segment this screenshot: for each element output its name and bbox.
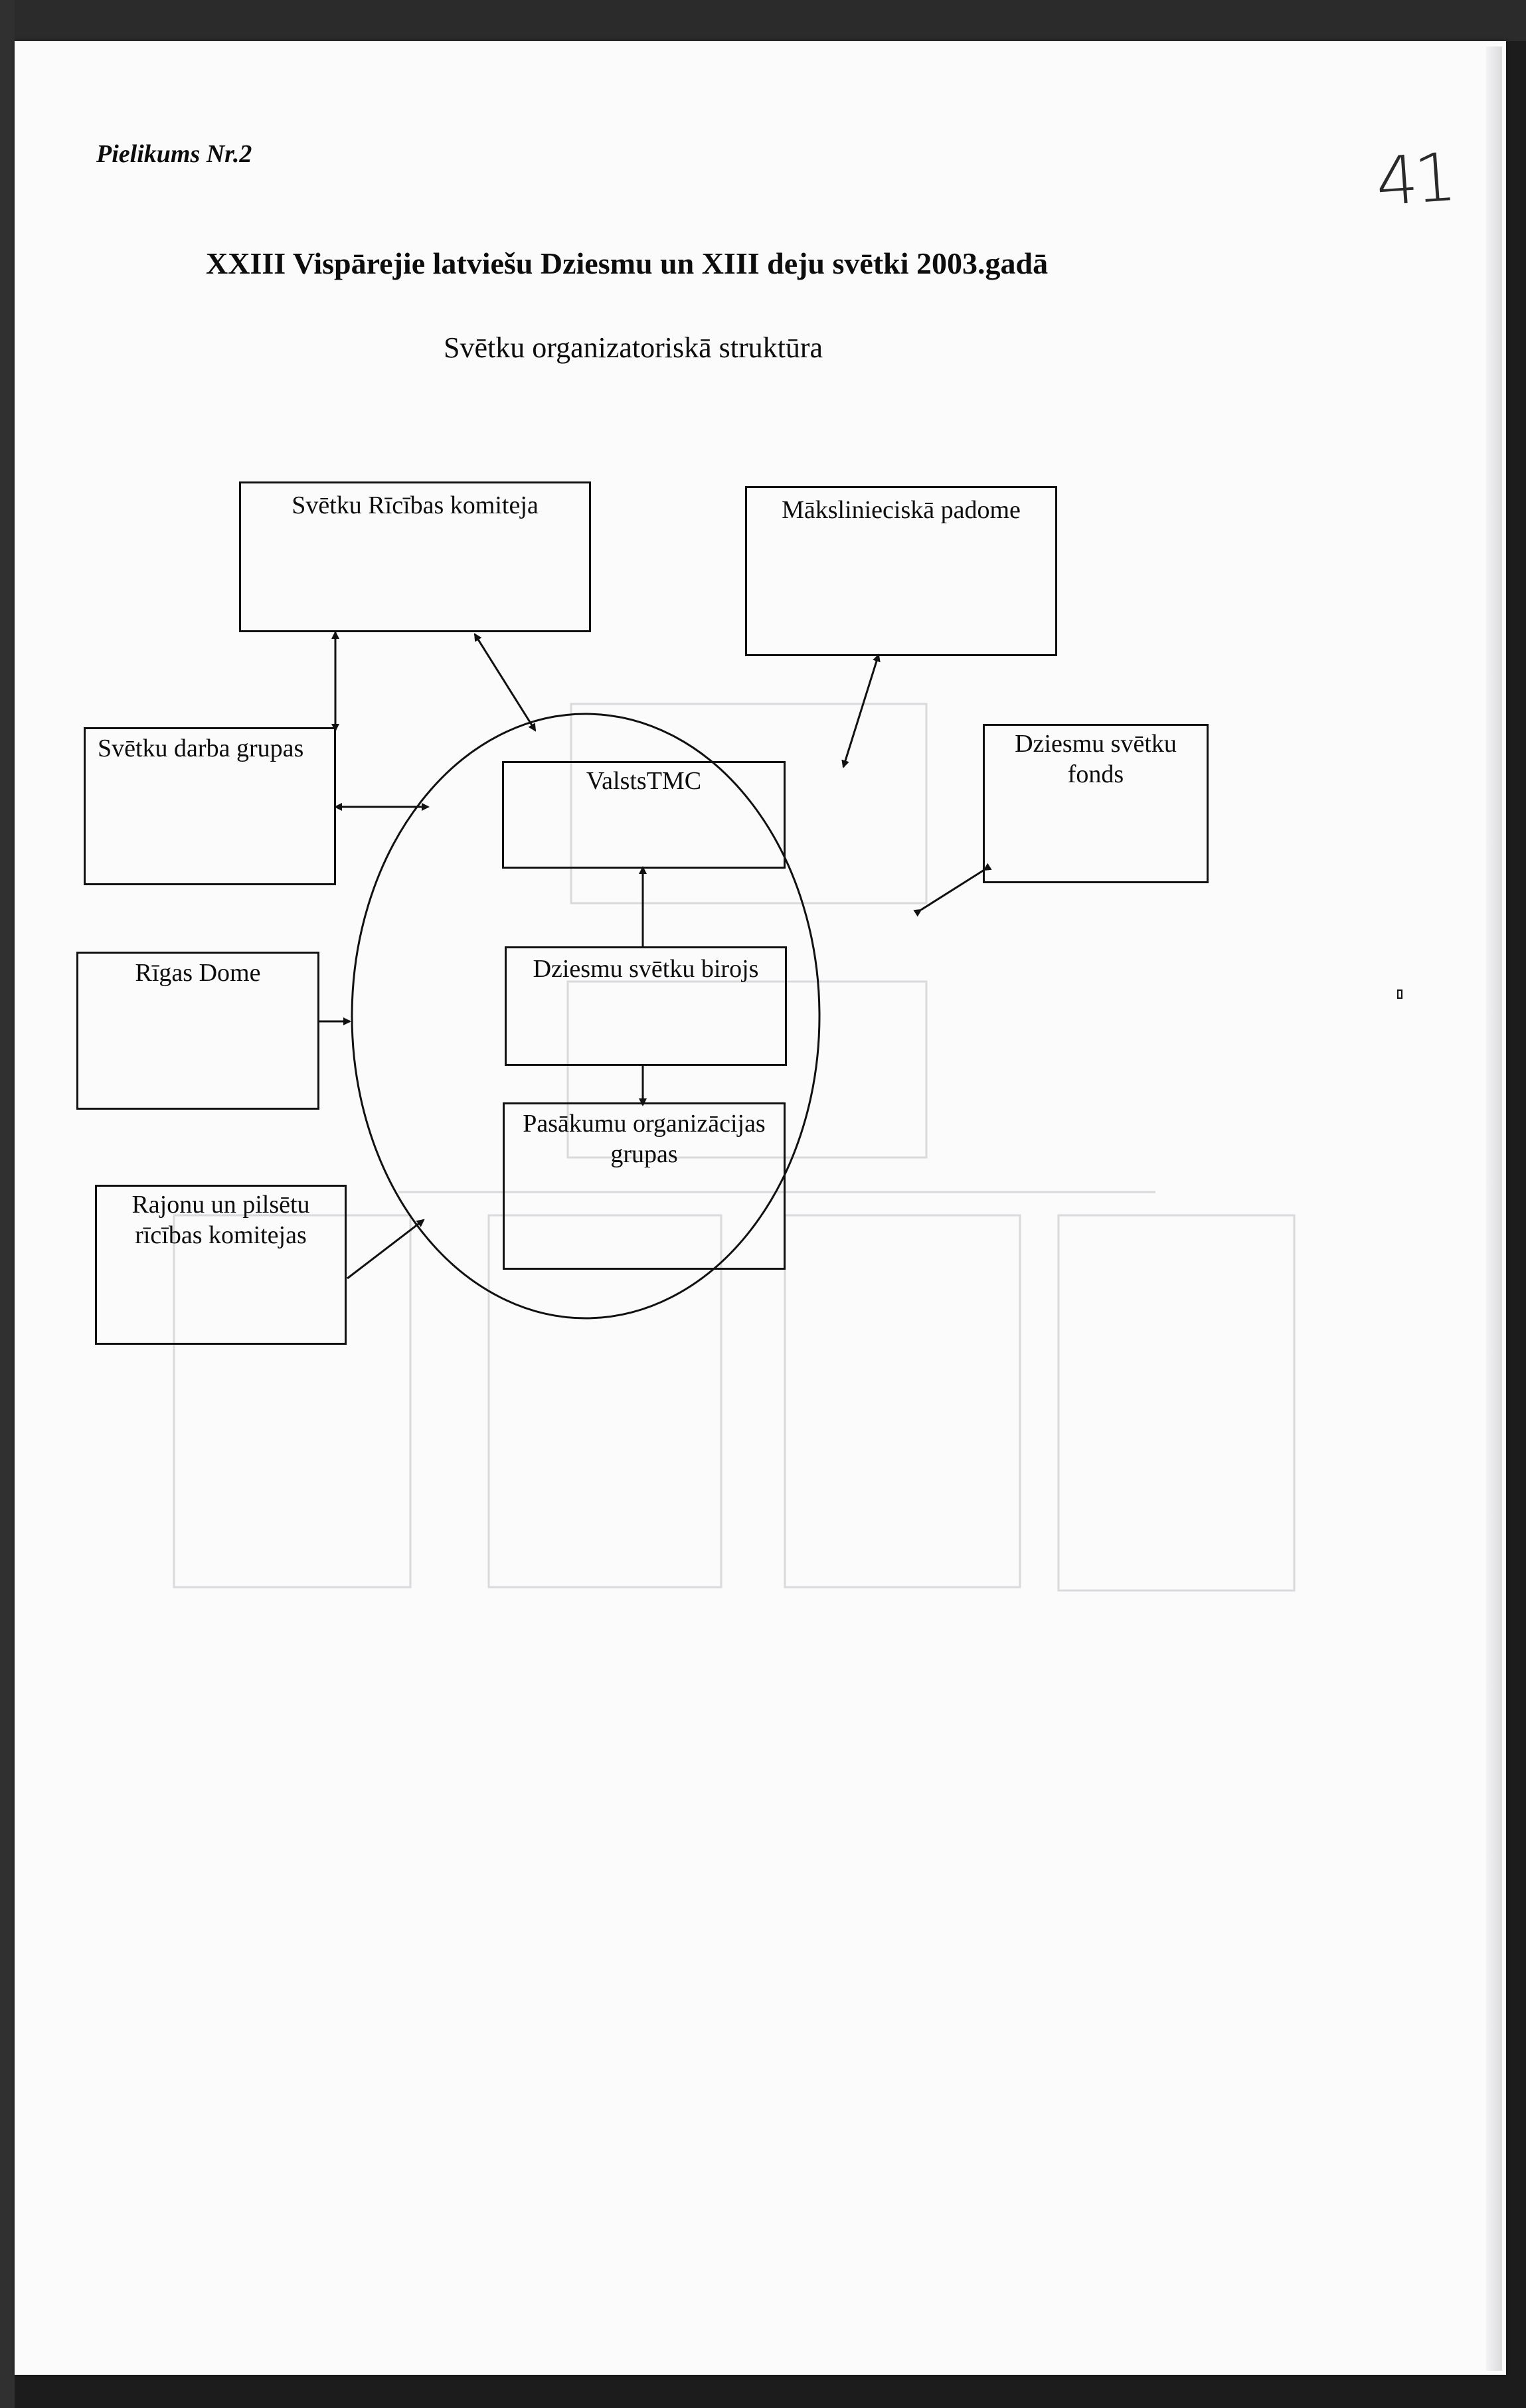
box-pasakumu-label-line2: grupas [610, 1140, 678, 1168]
arrow-fonds-circle [913, 863, 992, 917]
box-ricibas-komiteja: Svētku Rīcības komiteja [239, 481, 591, 632]
box-rajonu-label-line1: Rajonu un pilsētu [131, 1191, 310, 1219]
box-fonds-label-line1: Dziesmu svētku [1015, 730, 1177, 758]
arrow-rajonu-circle [347, 1219, 425, 1280]
box-rigas-dome-label: Rīgas Dome [135, 959, 261, 987]
box-makslinieciska-padome-label: Mākslinieciskā padome [782, 496, 1021, 524]
document-subtitle: Svētku organizatoriskā struktūra [444, 331, 823, 364]
paper-sheet [15, 41, 1506, 2375]
box-rigas-dome: Rīgas Dome [76, 952, 319, 1110]
box-pasakumu-label-line1: Pasākumu organizācijas [523, 1110, 766, 1138]
box-pasakumu-organizacijas-grupas: Pasākumu organizācijas grupas [503, 1102, 786, 1270]
arrow-ricibas-circle [473, 633, 537, 732]
box-dziesmu-svetku-fonds: Dziesmu svētku fonds [983, 724, 1209, 883]
box-rajonu-komitejas: Rajonu un pilsētu rīcības komitejas [95, 1185, 347, 1345]
box-birojs-label: Dziesmu svētku birojs [533, 955, 759, 983]
box-rajonu-label-line2: rīcības komitejas [135, 1221, 307, 1249]
appendix-label: Pielikums Nr.2 [96, 140, 252, 168]
box-dziesmu-svetku-birojs: Dziesmu svētku birojs [505, 946, 787, 1066]
paper-sheet-edge [1486, 46, 1502, 2371]
box-makslinieciska-padome: Mākslinieciskā padome [745, 486, 1057, 656]
stray-mark [1397, 989, 1402, 999]
central-circle [351, 713, 821, 1320]
box-valsts-tmc: ValstsTMC [502, 761, 786, 869]
scan-border-top [0, 0, 1526, 41]
scan-border-left [0, 0, 15, 2408]
box-darba-grupas-label: Svētku darba grupas [98, 734, 304, 762]
arrow-padome-circle [841, 653, 881, 768]
box-ricibas-komiteja-label: Svētku Rīcības komiteja [292, 491, 539, 519]
box-valsts-tmc-label: ValstsTMC [586, 767, 702, 795]
document-title: XXIII Vispārejie latviešu Dziesmu un XII… [206, 246, 1049, 280]
box-fonds-label-line2: fonds [1067, 760, 1124, 788]
box-darba-grupas: Svētku darba grupas [84, 727, 336, 885]
